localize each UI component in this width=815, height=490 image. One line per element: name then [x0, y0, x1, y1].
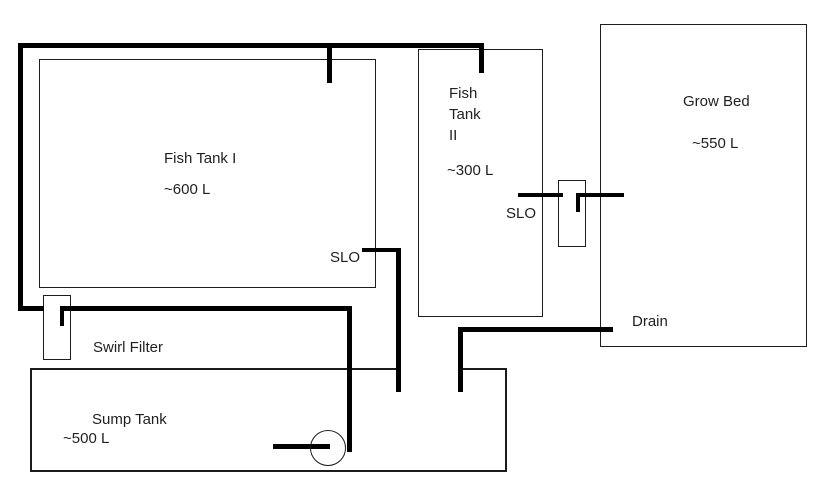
pipe-supply-top [18, 43, 484, 48]
sump-tank-name: Sump Tank [92, 411, 167, 428]
sump-tank-left-edge [30, 368, 32, 472]
slo-standpipe-box [558, 180, 586, 247]
swirl-filter-box [43, 295, 71, 360]
pipe-slo-standpipe-drop [576, 193, 580, 212]
fish-tank-2-name-line-3: II [449, 127, 458, 144]
pipe-swirl-filter-to-sump [60, 306, 352, 311]
sump-tank-bottom-edge [30, 470, 507, 472]
slo-label-fish-tank-1: SLO [330, 249, 361, 266]
swirl-filter-label: Swirl Filter [93, 339, 163, 356]
pipe-inlet-fish-tank-2 [479, 43, 484, 73]
grow-bed-box [600, 24, 807, 347]
sump-tank-right-edge [505, 368, 507, 472]
fish-tank-2-name-line-2: Tank [449, 106, 481, 123]
sump-tank-top-edge-right [460, 368, 507, 370]
drain-label: Drain [632, 313, 668, 330]
slo-label-fish-tank-2: SLO [506, 205, 537, 222]
fish-tank-1-box [39, 59, 376, 288]
fish-tank-2-volume: ~300 L [447, 162, 494, 179]
fish-tank-1-name: Fish Tank I [164, 150, 237, 167]
pipe-slo-fish-tank-2-left [518, 193, 563, 197]
pipe-to-swirl-filter [18, 306, 44, 311]
pipe-pump-suction [273, 444, 330, 449]
pipe-sump-downpipe [347, 306, 352, 452]
fish-tank-2-box [418, 49, 543, 317]
pipe-grow-bed-drain-vertical [458, 327, 463, 392]
fish-tank-1-volume: ~600 L [164, 181, 211, 198]
grow-bed-volume: ~550 L [692, 135, 739, 152]
pipe-slo-to-grow-bed [576, 193, 624, 197]
pipe-grow-bed-drain-horizontal [458, 327, 613, 332]
pump-circle [310, 430, 346, 466]
pipe-inlet-fish-tank-1 [327, 43, 332, 83]
pipe-slo-fish-tank-1-vertical [396, 248, 401, 392]
sump-tank-volume: ~500 L [63, 430, 110, 447]
fish-tank-2-name-line-1: Fish [449, 85, 478, 102]
pipe-supply-left-riser [18, 43, 23, 310]
sump-tank-top-edge-left [30, 368, 398, 370]
pipe-swirl-filter-drop [60, 306, 64, 326]
grow-bed-name: Grow Bed [683, 93, 750, 110]
pipe-slo-fish-tank-1-horizontal [362, 248, 401, 252]
